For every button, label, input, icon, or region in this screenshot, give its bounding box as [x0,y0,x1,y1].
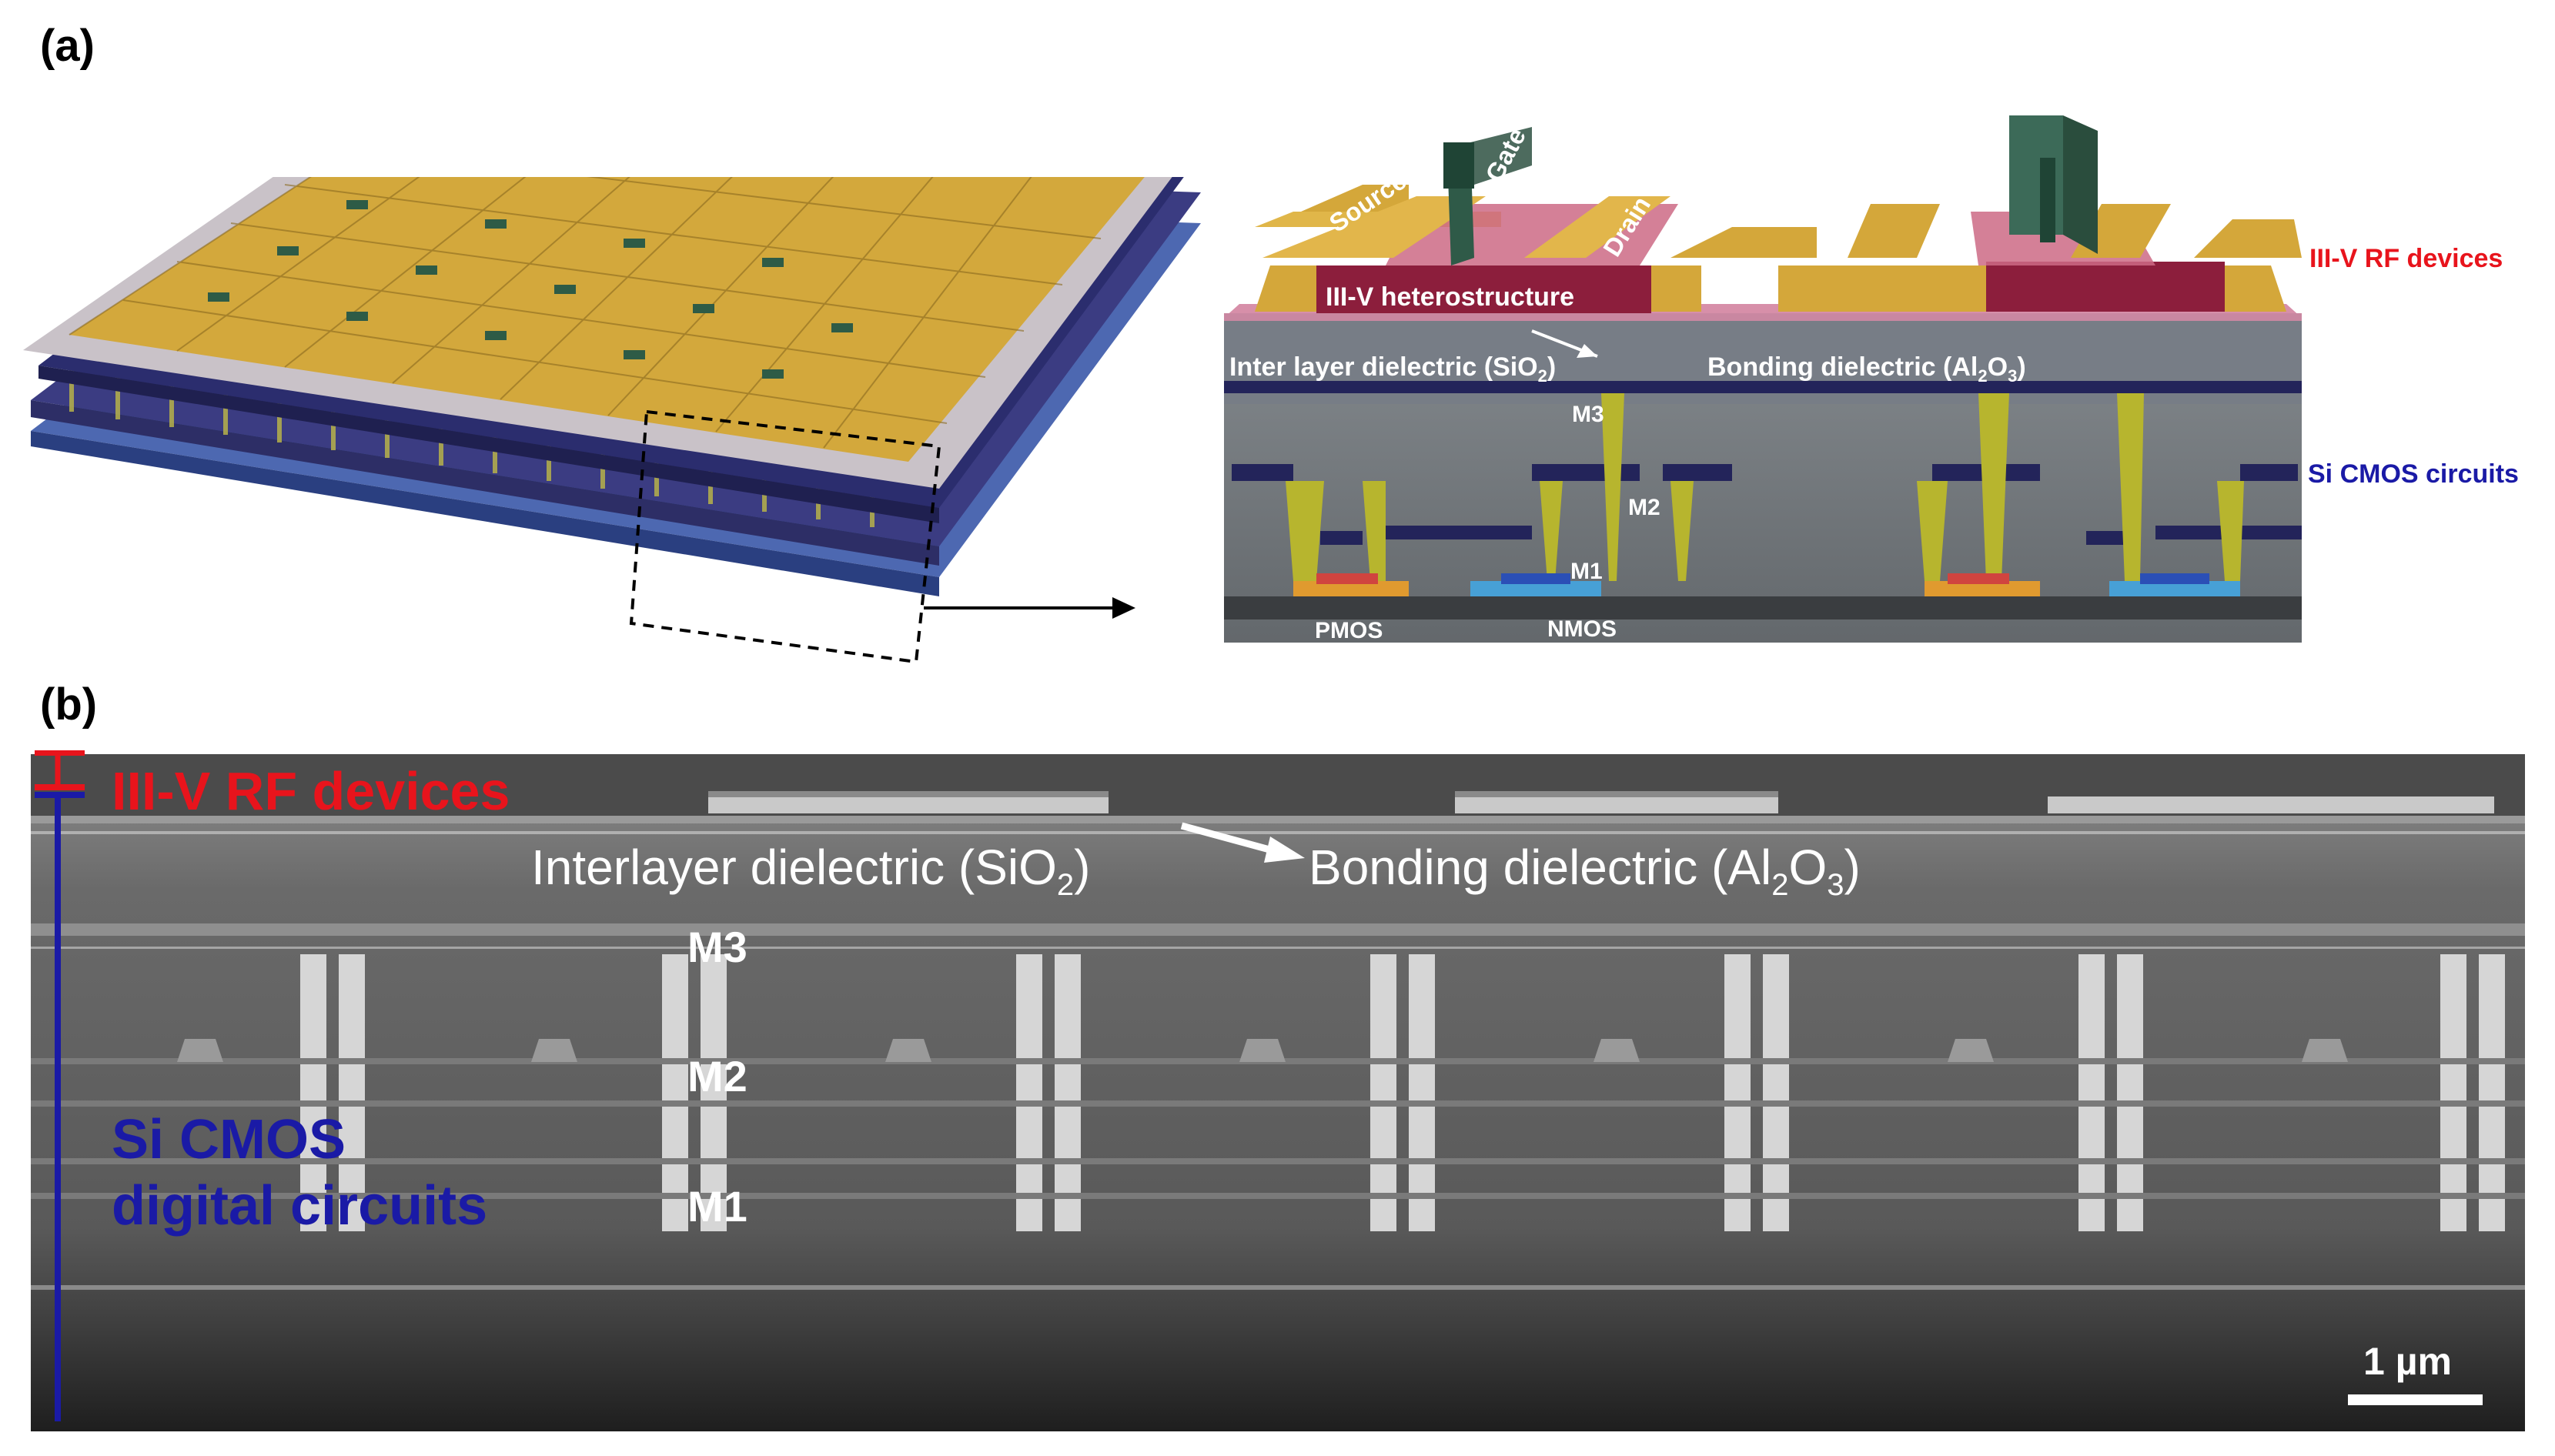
stacked-wafer-illustration [23,177,1201,664]
m2-label-a: M2 [1628,495,1660,520]
scale-bar [2348,1394,2483,1405]
cmos-circuits-label-b: Si CMOS digital circuits [112,1109,488,1237]
ild-label: Inter layer dielectric (SiO2) [1229,352,1557,386]
m3-label-b: M3 [687,923,747,971]
bonding-dielectric-label: Bonding dielectric (Al2O3) [1707,352,2026,386]
rf-devices-label-a: III-V RF devices [2309,244,2503,273]
layer-markers [35,750,85,1421]
m1-label-a: M1 [1570,559,1603,584]
panel-a-label: (a) [40,21,95,71]
cmos-circuits-label-a: Si CMOS circuits [2308,459,2519,489]
sem-cross-section-image [31,754,2525,1431]
heterostructure-label: III-V heterostructure [1326,282,1575,312]
ild-label-b: Interlayer dielectric (SiO2) [531,840,1091,902]
m3-label-a: M3 [1572,402,1604,427]
device-cross-section [1224,115,2302,643]
bonding-dielectric-label-b: Bonding dielectric (Al2O3) [1309,840,1861,902]
panel-b-label: (b) [40,680,98,730]
m2-label-b: M2 [687,1052,747,1100]
ild-to-bonding-arrow [1180,822,1305,863]
zoom-arrow [924,597,1135,619]
m1-label-b: M1 [687,1182,747,1231]
pmos-label: PMOS [1315,618,1383,643]
nmos-label: NMOS [1547,616,1617,642]
scale-bar-label: 1 µm [2363,1340,2452,1383]
rf-devices-label-b: III-V RF devices [112,761,510,821]
